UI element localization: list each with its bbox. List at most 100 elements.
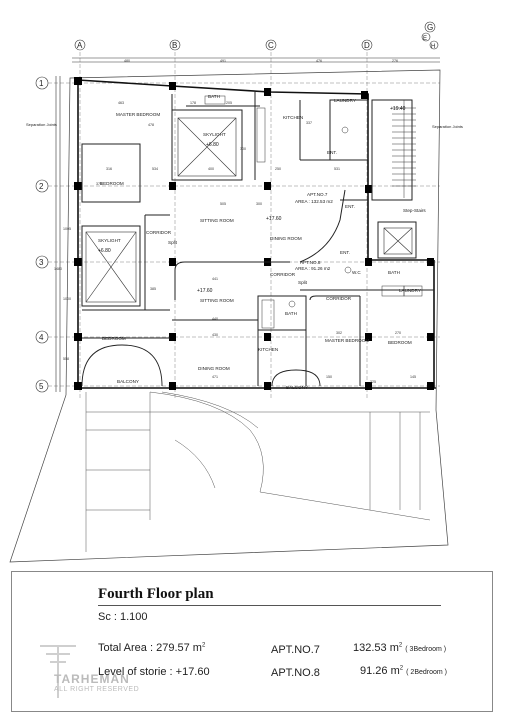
split-1: Split — [168, 240, 178, 245]
logo-text: TARHEMAN — [54, 672, 130, 686]
apt8-label: APT.NO.8 — [300, 260, 321, 265]
dim-2: 478 — [148, 123, 154, 127]
dim-5: 400 — [208, 167, 214, 171]
room-bath-2: BATH — [388, 270, 400, 275]
level-17-60-b: +17.60 — [197, 288, 213, 294]
axis-3: 3 — [39, 258, 44, 267]
site-boundary — [9, 69, 449, 563]
room-bath-1: BATH — [208, 94, 220, 99]
room-bedroom-2: BEDROOM — [102, 336, 126, 341]
apt8-value-sup: 2 — [399, 665, 404, 672]
level-skylight-1: +6.80 — [206, 142, 219, 148]
level-skylight-2: +6.80 — [98, 248, 111, 254]
apt7-value: 132.53 m2 ( 3Bedroom ) — [353, 642, 446, 654]
dim-1: 463 — [118, 101, 124, 105]
axis-2: 2 — [39, 182, 44, 191]
grid-axis-top — [72, 21, 440, 400]
skylight-marks — [85, 117, 413, 303]
room-kitchen-2: KITCHEN — [258, 347, 278, 352]
interior-walls — [81, 92, 434, 386]
separation-joints-left: Separation Joints — [26, 122, 57, 127]
room-bedroom-1: BEDROOM — [100, 181, 124, 186]
dim-27: 1000 — [63, 297, 71, 301]
grid-axis-left — [35, 76, 440, 393]
dim-25: 1005 — [63, 227, 71, 231]
dim-24: 325 — [370, 380, 376, 384]
room-skylight-2: SKYLIGHT — [98, 238, 121, 243]
dim-11: 505 — [220, 202, 226, 206]
apt8-value: 91.26 m2 ( 2Bedroom ) — [360, 665, 447, 677]
corridor-3: CORRIDOR — [326, 296, 352, 301]
dim-22: 150 — [326, 375, 332, 379]
dim-21: 270 — [395, 331, 401, 335]
fixtures — [204, 95, 423, 329]
axis-4: 4 — [39, 333, 44, 342]
room-sitting-1: SITTING ROOM — [200, 218, 234, 223]
step-stairs: Step-Stairs — [403, 208, 426, 213]
room-bedroom-3: BEDROOM — [388, 340, 412, 345]
info-panel: Fourth Floor plan Sc : 1.100 TARHEMAN AL… — [11, 571, 493, 712]
dim-23: 145 — [410, 375, 416, 379]
room-skylight-1: SKYLIGHT — [203, 132, 226, 137]
room-master-bedroom-2: MASTER BEDROOM — [325, 338, 369, 343]
axis-h: H — [431, 44, 435, 50]
separation-joints-right: Separation Joints — [432, 124, 463, 129]
room-laundry-1: LAUNDRY — [334, 98, 356, 103]
apt8-value-text: 91.26 m — [360, 665, 400, 677]
dim-top-3: 476 — [316, 59, 322, 63]
room-kitchen-1: KITCHEN — [283, 115, 303, 120]
room-laundry-2: LAUNDRY — [399, 288, 421, 293]
title-rule — [98, 605, 441, 606]
room-ent-1: ENT. — [345, 204, 355, 209]
axis-a: A — [77, 41, 83, 50]
balconies — [81, 344, 321, 387]
dim-14: 250 — [275, 167, 281, 171]
dim-16: 441 — [212, 277, 218, 281]
dim-13: 300 — [256, 202, 262, 206]
apt7-name: APT.NO.7 — [271, 644, 320, 656]
logo-icon — [40, 645, 76, 698]
room-bath-3: BATH — [285, 311, 297, 316]
corridor-2: CORRIDOR — [270, 272, 296, 277]
total-area: Total Area : 279.57 m2 — [98, 642, 205, 654]
balcony-2: BALCONY — [286, 385, 308, 390]
apt7-value-sup: 2 — [398, 642, 403, 649]
room-dining-2: DINING ROOM — [198, 366, 230, 371]
split-2: Split — [298, 280, 308, 285]
dim-18: 430 — [212, 333, 218, 337]
dim-26: 1480 — [54, 267, 62, 271]
dim-top-1: 480 — [124, 59, 130, 63]
columns — [74, 77, 434, 390]
dim-7: 337 — [306, 121, 312, 125]
axis-e: E — [423, 36, 427, 42]
dim-20: 302 — [336, 331, 342, 335]
dim-6: 300 — [240, 147, 246, 151]
axis-c: C — [268, 41, 274, 50]
dim-4: 178 — [190, 101, 196, 105]
lower-site — [85, 391, 431, 552]
apt7-rooms: ( 3Bedroom ) — [405, 646, 447, 653]
total-area-sup: 2 — [201, 642, 206, 649]
dim-top-2: 491 — [220, 59, 226, 63]
room-ent-3: ENT. — [327, 150, 337, 155]
apt8-rooms: ( 2Bedroom ) — [406, 669, 448, 676]
axis-d: D — [364, 41, 370, 50]
balcony-1: BALCONY — [117, 379, 139, 384]
dim-3: 205 — [226, 101, 232, 105]
corridor-1: CORRIDOR — [146, 230, 172, 235]
apt7-area: AREA : 132.53 m2 — [295, 199, 333, 204]
room-ent-2: ENT. — [340, 250, 350, 255]
apt7-label: APT.NO.7 — [307, 192, 328, 197]
axis-5: 5 — [39, 382, 44, 391]
axis-g: G — [427, 23, 433, 32]
room-wc: W.C — [352, 270, 361, 275]
room-sitting-2: SITTING ROOM — [200, 298, 234, 303]
total-area-text: Total Area : 279.57 m — [98, 642, 202, 654]
dim-top-4: 276 — [392, 59, 398, 63]
dim-8: 316 — [106, 167, 112, 171]
room-master-bedroom-1: MASTER BEDROOM — [116, 112, 160, 117]
dim-10: 534 — [152, 167, 158, 171]
dim-28: 558 — [63, 357, 69, 361]
dim-19: 471 — [212, 375, 218, 379]
dim-15: 385 — [150, 287, 156, 291]
